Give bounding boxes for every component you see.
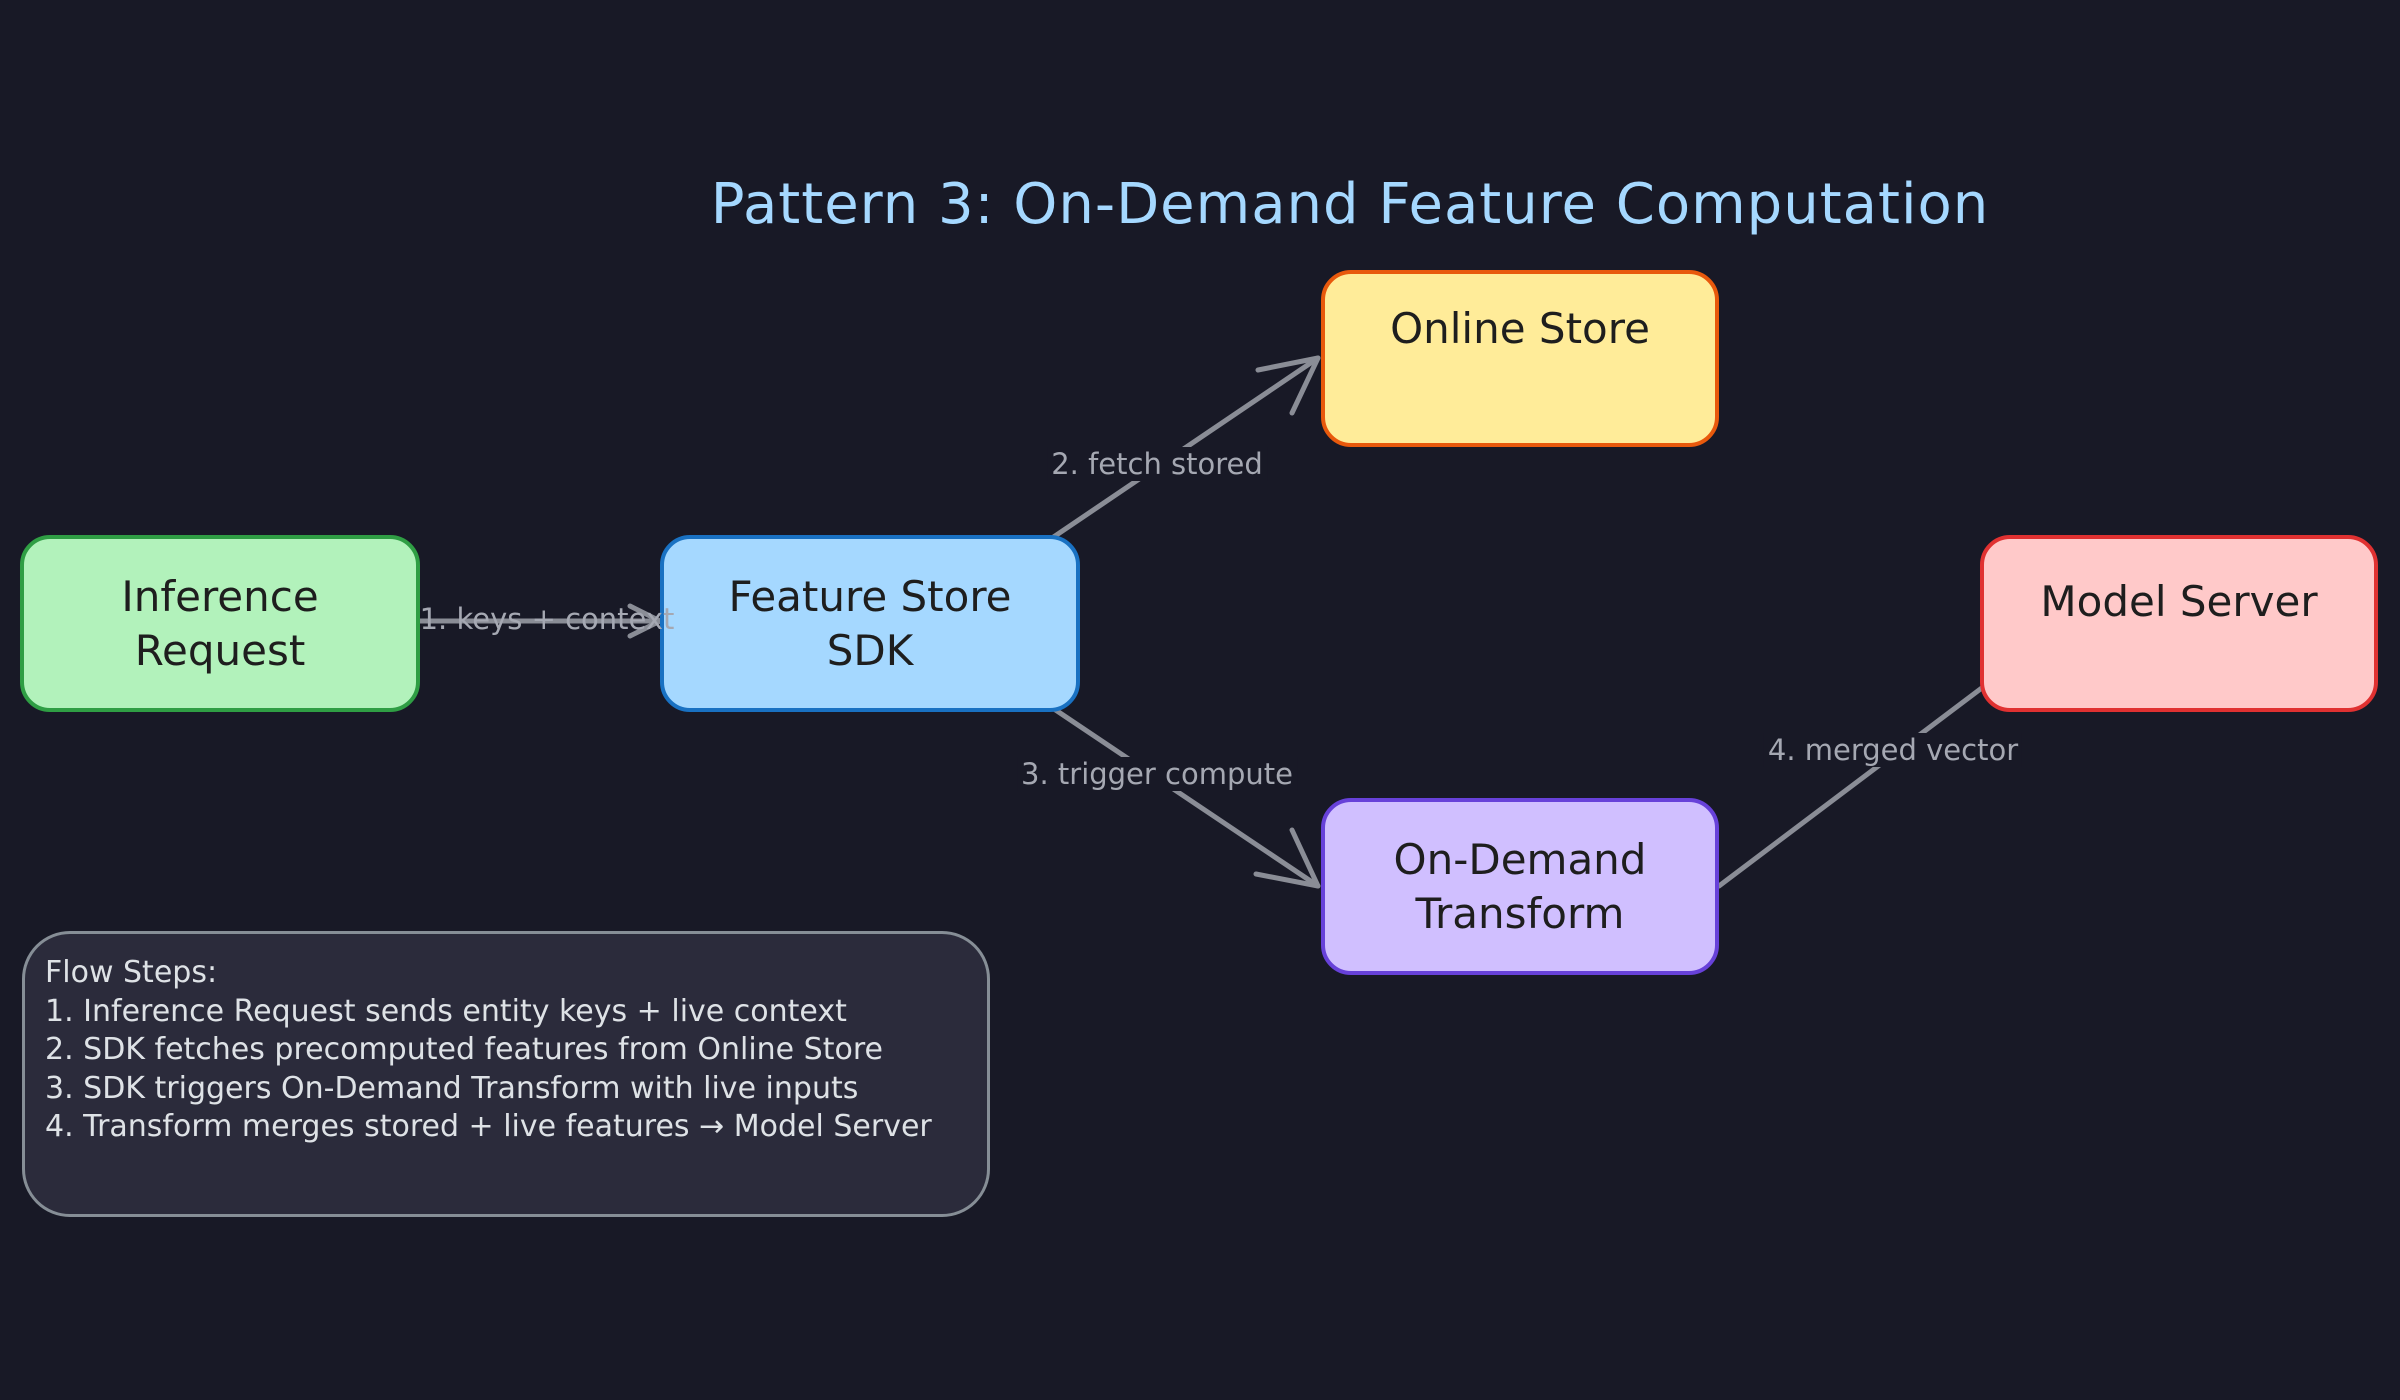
flow-step: 1. Inference Request sends entity keys +… (45, 993, 847, 1029)
node-label-line: On-Demand (1393, 834, 1647, 884)
node-inference-request[interactable]: Inference Request (20, 535, 420, 712)
flow-steps-heading: Flow Steps: (45, 955, 218, 990)
node-label-line: Request (134, 625, 306, 675)
node-label-line: SDK (826, 625, 914, 675)
node-label-line: Feature Store (728, 571, 1012, 621)
edge-label-merged-vector: 4. merged vector (1763, 733, 2023, 767)
node-model-server[interactable]: Model Server (1980, 535, 2378, 712)
flow-steps-note: Flow Steps: 1. Inference Request sends e… (22, 931, 990, 1217)
flow-step: 3. SDK triggers On-Demand Transform with… (45, 1070, 859, 1106)
edge-label-fetch-stored: 2. fetch stored (1047, 447, 1267, 481)
node-label-line: Model Server (2040, 577, 2318, 626)
node-online-store[interactable]: Online Store (1321, 270, 1719, 447)
node-label-line: Transform (1415, 888, 1625, 938)
edge-label-keys-context: 1. keys + context (419, 602, 675, 636)
node-on-demand-transform[interactable]: On-Demand Transform (1321, 798, 1719, 975)
node-feature-store-sdk[interactable]: Feature Store SDK (660, 535, 1080, 712)
edge-label-trigger-compute: 3. trigger compute (1017, 757, 1297, 791)
flow-step: 2. SDK fetches precomputed features from… (45, 1032, 883, 1067)
node-label-line: Online Store (1390, 304, 1650, 353)
node-label-line: Inference (121, 571, 319, 621)
flow-step: 4. Transform merges stored + live featur… (45, 1109, 932, 1144)
diagram-title: Pattern 3: On-Demand Feature Computation (710, 172, 1990, 237)
